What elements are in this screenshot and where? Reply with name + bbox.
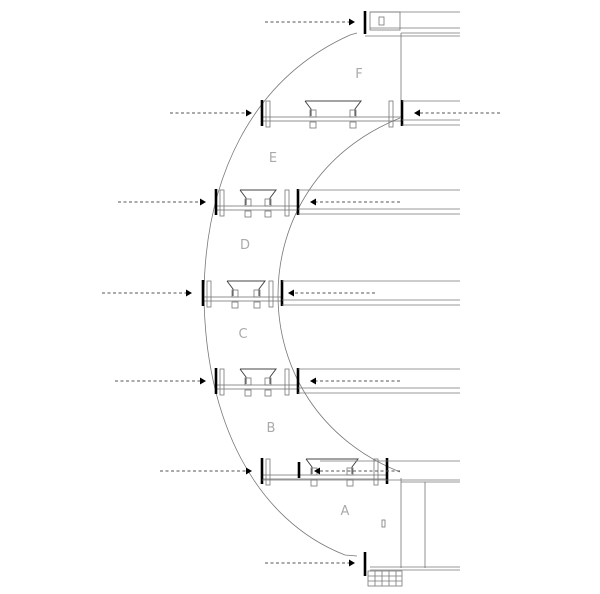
roller xyxy=(264,389,272,397)
flange xyxy=(373,458,379,486)
roller xyxy=(309,109,317,118)
arrow-head-icon xyxy=(314,467,320,475)
segment-label-f: F xyxy=(355,67,362,82)
arrow-head-icon xyxy=(200,198,206,206)
roller xyxy=(346,479,354,487)
arrow-head-icon xyxy=(200,377,206,385)
cross-section xyxy=(214,189,460,218)
roller xyxy=(231,289,239,298)
roller xyxy=(244,377,252,386)
roller xyxy=(244,210,252,218)
arrow-head-icon xyxy=(349,559,355,567)
arrow-head-icon xyxy=(288,289,294,297)
force-arrow xyxy=(118,198,206,206)
roller xyxy=(346,467,354,476)
roller xyxy=(349,109,357,118)
flange xyxy=(284,189,290,217)
axle-beam xyxy=(202,296,283,302)
roller xyxy=(253,301,261,309)
force-arrow xyxy=(170,109,252,117)
axle-beam xyxy=(261,116,403,122)
force-arrow xyxy=(314,467,400,475)
flange xyxy=(206,280,212,308)
force-arrow xyxy=(265,559,355,567)
arrow-head-icon xyxy=(414,109,420,117)
force-arrow xyxy=(102,289,192,297)
segment-label-e: E xyxy=(269,151,277,166)
segment-label-c: C xyxy=(238,327,247,342)
axle-beam xyxy=(215,205,299,211)
roller xyxy=(244,198,252,207)
outer-arc xyxy=(203,32,358,557)
roller xyxy=(309,121,317,129)
bottom-grid xyxy=(367,570,403,587)
arrow-head-icon xyxy=(186,289,192,297)
cross-section xyxy=(214,368,460,397)
roller xyxy=(253,289,261,298)
flange xyxy=(265,100,271,128)
roller xyxy=(310,479,318,487)
cross-section xyxy=(201,280,460,309)
hopper xyxy=(239,189,277,205)
force-arrow xyxy=(310,377,400,385)
roller xyxy=(244,389,252,397)
cross-section xyxy=(260,100,460,129)
force-arrow xyxy=(414,109,500,117)
arrow-head-icon xyxy=(310,198,316,206)
hopper xyxy=(305,458,359,474)
flange xyxy=(268,280,274,308)
axle-beam xyxy=(261,474,388,480)
flange xyxy=(388,100,394,128)
axle-beam xyxy=(215,384,299,390)
flange xyxy=(219,189,225,217)
force-arrow xyxy=(310,198,400,206)
force-arrow xyxy=(115,377,206,385)
hopper xyxy=(226,280,266,296)
hopper xyxy=(239,368,277,384)
roller xyxy=(264,210,272,218)
force-arrow xyxy=(265,18,355,26)
hopper xyxy=(304,100,362,116)
arrow-head-icon xyxy=(246,109,252,117)
force-arrow xyxy=(288,289,375,297)
right-frame xyxy=(365,11,460,571)
roller xyxy=(349,121,357,129)
arrow-head-icon xyxy=(246,467,252,475)
segment-label-b: B xyxy=(267,421,276,436)
segment-label-a: A xyxy=(341,504,350,519)
arrow-head-icon xyxy=(310,377,316,385)
segment-label-d: D xyxy=(240,238,250,253)
force-arrow xyxy=(160,467,252,475)
roller xyxy=(264,198,272,207)
flange xyxy=(265,458,271,486)
inner-arc xyxy=(277,117,401,473)
arrow-head-icon xyxy=(349,18,355,26)
flange xyxy=(284,368,290,396)
flange xyxy=(219,368,225,396)
roller xyxy=(264,377,272,386)
roller xyxy=(231,301,239,309)
